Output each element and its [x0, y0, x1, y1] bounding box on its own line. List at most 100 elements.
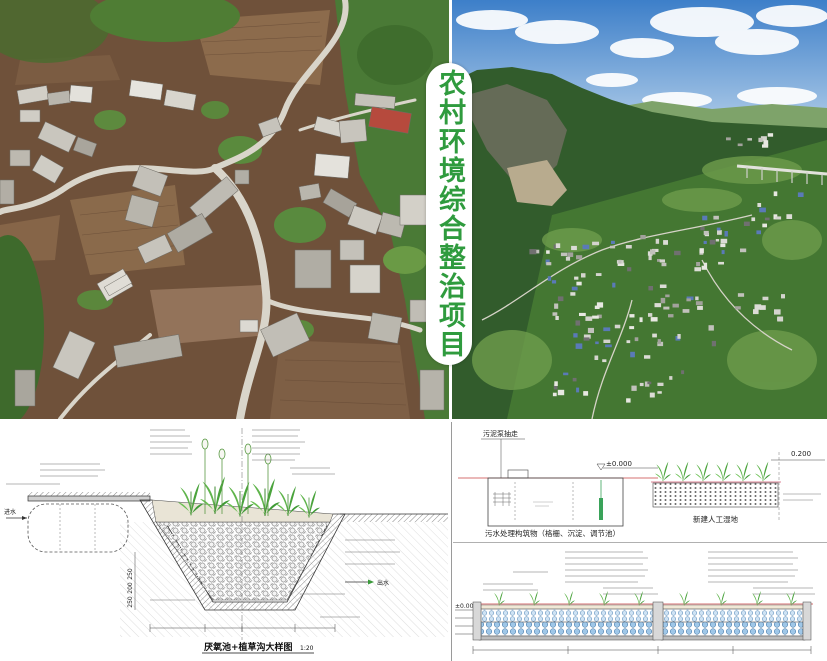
ground-surface-right — [340, 514, 448, 522]
village-building — [554, 381, 558, 386]
panel-divider — [453, 542, 827, 543]
house — [0, 179, 15, 205]
road — [298, 98, 417, 132]
village-building — [529, 249, 537, 255]
village-building — [592, 315, 599, 319]
outlet-label: 出水 — [377, 579, 389, 587]
village-building — [581, 273, 586, 278]
wetland-bed — [652, 482, 779, 508]
road — [263, 297, 423, 333]
house — [239, 319, 259, 333]
village-building — [603, 327, 611, 332]
village-building — [553, 244, 558, 249]
village-building — [774, 309, 781, 315]
plant-icon — [715, 461, 731, 482]
village-building — [587, 327, 594, 333]
village-building — [721, 250, 725, 255]
annotation-leaders — [783, 493, 821, 501]
village-building — [576, 281, 582, 286]
coarse-gravel-layer — [662, 621, 804, 637]
village-building — [545, 259, 550, 265]
house — [260, 312, 310, 358]
constructed-wetland-section: ±0.000 — [455, 551, 815, 654]
house — [37, 121, 77, 153]
wetland-bed-1 — [478, 604, 656, 641]
house — [124, 194, 160, 228]
village-building — [553, 384, 558, 390]
village-building — [762, 144, 769, 148]
width-dimension-line — [149, 624, 336, 632]
village-building — [596, 302, 604, 308]
village-building — [570, 292, 576, 296]
village-building — [700, 227, 705, 231]
detail-drawing-title: 厌氧池+植草沟大样图 — [204, 641, 293, 653]
house — [166, 213, 214, 253]
plant-icon — [675, 461, 691, 482]
village-building — [592, 241, 599, 246]
tree-cluster — [357, 25, 433, 85]
village-building — [665, 294, 670, 298]
village-building — [751, 217, 756, 222]
village-building — [551, 280, 557, 284]
village-building — [737, 293, 745, 297]
cloud — [456, 10, 528, 30]
village-building — [786, 214, 793, 219]
wetland-level-label: 0.200 — [791, 450, 811, 458]
village-building — [740, 248, 747, 253]
village-building — [552, 312, 558, 316]
viaduct — [736, 164, 827, 185]
house — [52, 330, 96, 380]
village-building — [713, 215, 719, 220]
village-building — [626, 340, 631, 344]
village-building — [711, 340, 716, 347]
village-building — [669, 376, 673, 380]
annotation-leaders — [6, 429, 400, 618]
village-building — [695, 296, 699, 301]
village-building — [563, 372, 569, 376]
wetland-bed-2 — [660, 604, 806, 641]
village-building — [555, 316, 559, 320]
tree-cluster — [0, 0, 110, 63]
village-building — [657, 341, 664, 347]
house — [294, 249, 332, 289]
house — [349, 264, 381, 294]
base-slab — [478, 635, 656, 641]
village-building — [552, 392, 557, 397]
side-wall — [802, 601, 812, 641]
village-building — [672, 303, 679, 308]
village-building — [630, 351, 635, 358]
village-building — [661, 262, 667, 267]
outlet-arrow-head — [368, 579, 374, 585]
project-title: 农村环境综合整治项目 — [434, 69, 465, 359]
village-building — [649, 392, 655, 398]
village-building — [629, 314, 635, 318]
elevation-marks — [455, 609, 477, 635]
treatment-caption: 污水处理构筑物（格栅、沉淀、调节池） — [485, 528, 620, 538]
village-building — [757, 203, 762, 207]
village-building — [654, 303, 662, 308]
village-building — [696, 262, 701, 267]
base-slab — [660, 635, 806, 641]
village-building — [546, 262, 552, 266]
road — [211, 164, 271, 419]
village-building — [695, 301, 703, 306]
village-building — [681, 370, 685, 375]
village-building — [576, 255, 583, 260]
village-building — [571, 286, 578, 291]
house — [313, 153, 351, 179]
side-wall — [472, 601, 482, 641]
lift-pump — [599, 498, 603, 520]
village-building — [762, 296, 769, 301]
village-building — [762, 223, 767, 228]
treatment-structure — [487, 477, 624, 527]
village-building — [555, 243, 561, 248]
manhole — [507, 469, 529, 479]
depth-dim-3: 250 — [127, 596, 134, 608]
house — [128, 79, 164, 101]
house — [103, 273, 133, 297]
village-building — [631, 385, 637, 391]
village-building — [644, 355, 651, 359]
bottom-dimension-line — [472, 646, 812, 654]
village-building — [576, 387, 580, 393]
